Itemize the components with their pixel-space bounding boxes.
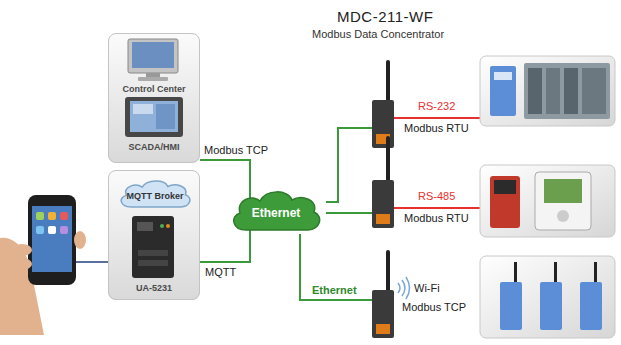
cloud-label: MQTT Broker	[126, 191, 183, 201]
signal-name: RS-485	[418, 190, 455, 202]
field-device-panel	[480, 56, 615, 126]
network-link	[200, 160, 250, 200]
mdc-device	[372, 60, 394, 148]
serial-wire	[394, 118, 480, 208]
smartphone-hand	[0, 195, 108, 335]
protocol-name: Modbus RTU	[404, 122, 469, 134]
panel-ground	[108, 33, 200, 163]
link-label: MQTT	[205, 266, 236, 278]
cloud-label: Ethernet	[252, 206, 301, 220]
panel-ground	[108, 170, 200, 300]
device-label: UA-5231	[109, 283, 199, 294]
link-label: Modbus TCP	[204, 144, 268, 156]
controller-device	[132, 216, 174, 278]
broker-cloud: MQTT Broker	[115, 177, 195, 211]
gateway-panel: UA-5231 MQTT Broker	[108, 170, 200, 300]
client-panel: Control CenterSCADA/HMI	[108, 33, 200, 163]
signal-name: RS-232	[418, 100, 455, 112]
hmi-panel-icon	[125, 97, 183, 137]
link-name: Ethernet	[312, 284, 357, 296]
wifi-waves	[398, 277, 410, 299]
field-device-panel	[480, 256, 615, 338]
mdc-device	[372, 250, 394, 338]
mdc-device	[372, 136, 394, 228]
diagram-title: MDC-211-WF	[337, 8, 433, 25]
network-cloud: Ethernet	[226, 186, 326, 236]
computer-icon	[128, 39, 178, 81]
protocol-name: Modbus RTU	[404, 212, 469, 224]
protocol-name: Modbus TCP	[402, 301, 466, 313]
network-link	[200, 230, 250, 262]
device-label: SCADA/HMI	[109, 142, 199, 153]
link-name: Wi-Fi	[414, 282, 440, 294]
field-device-panel	[480, 165, 615, 237]
device-label: Control Center	[109, 84, 199, 95]
subtitle: Modbus Data Concentrator	[312, 28, 444, 40]
